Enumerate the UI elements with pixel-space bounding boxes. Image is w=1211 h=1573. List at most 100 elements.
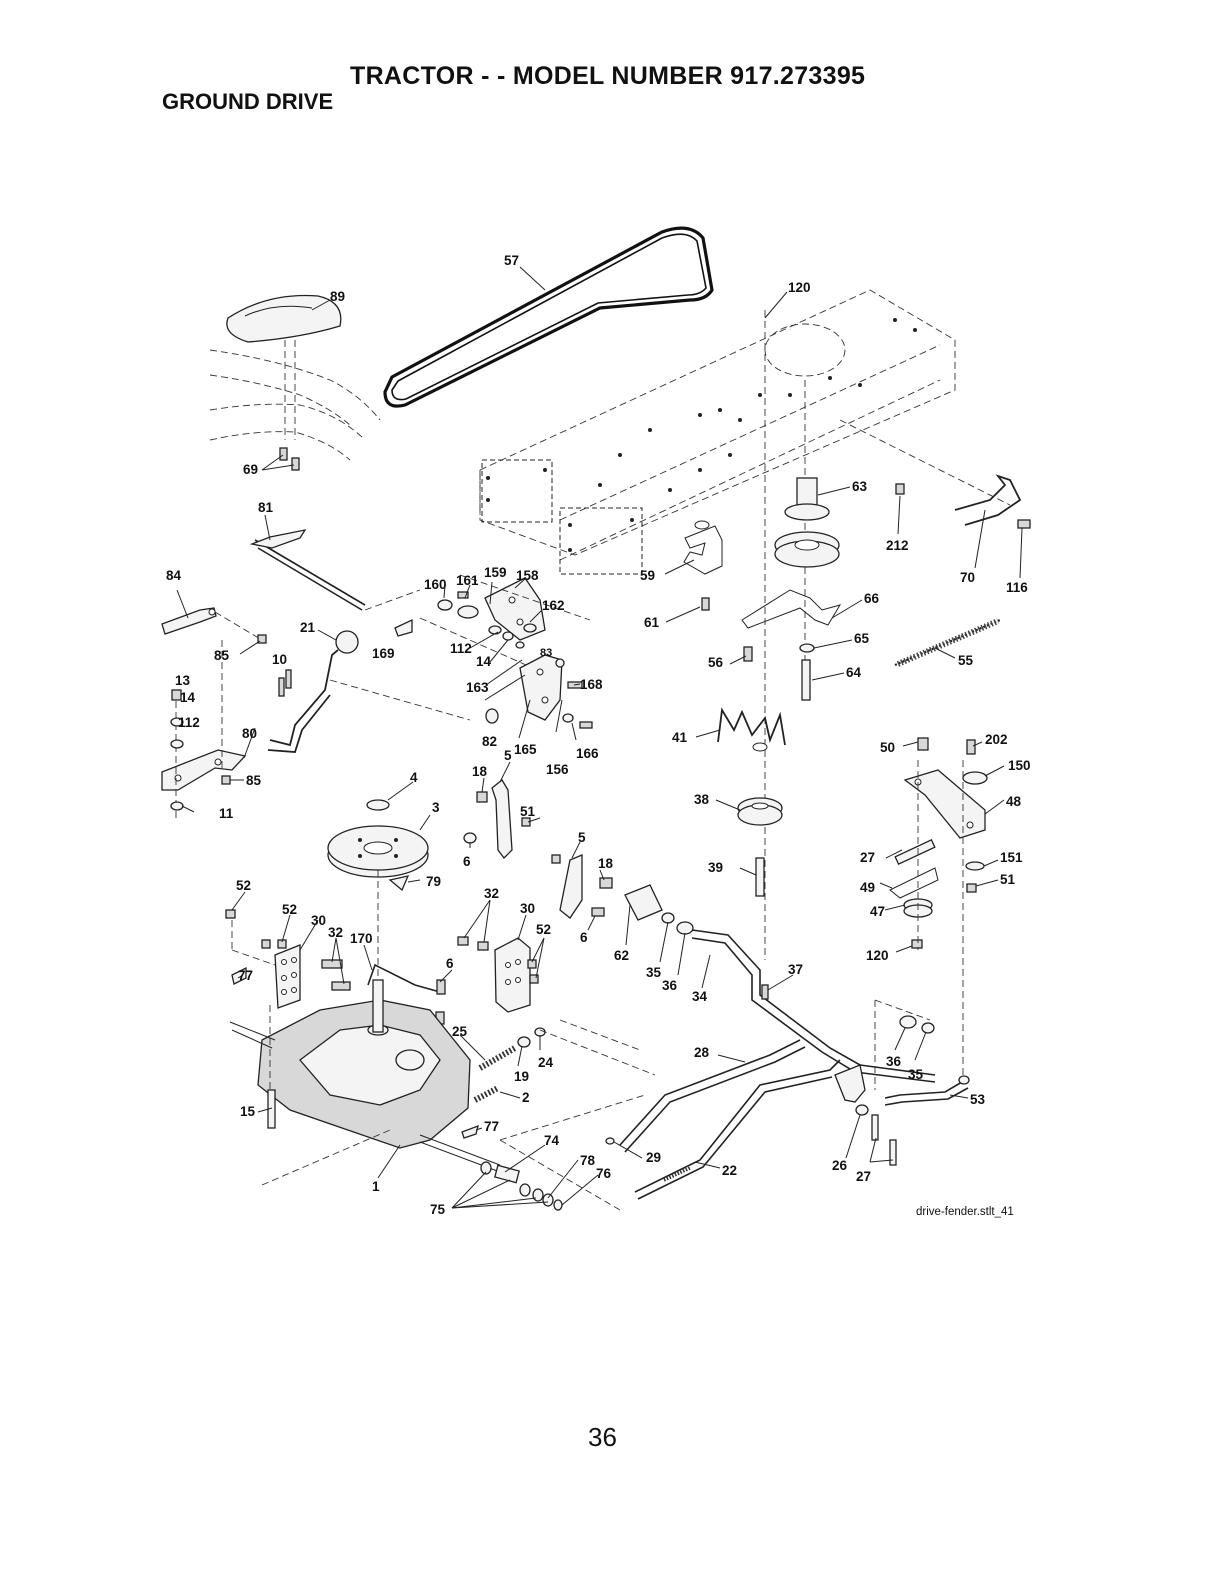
callout: 56 — [708, 655, 724, 670]
callout: 38 — [694, 792, 710, 807]
callout: 165 — [514, 742, 537, 757]
callout: 120 — [866, 948, 889, 963]
drive-belt — [383, 226, 714, 408]
shift-lever-8 — [267, 618, 471, 753]
rod-28 — [605, 1039, 806, 1153]
callout: 81 — [258, 500, 274, 515]
callout: 51 — [1000, 872, 1016, 887]
idler-bracket-48 — [889, 737, 988, 1080]
callout: 41 — [672, 730, 688, 745]
callout: 52 — [282, 902, 297, 917]
callout: 85 — [214, 648, 230, 663]
callout: 5 — [504, 748, 512, 763]
callout: 1 — [372, 1179, 380, 1194]
callout: 18 — [472, 764, 488, 779]
belt-guide-59 — [683, 520, 723, 575]
callout: 156 — [546, 762, 569, 777]
callout: 6 — [446, 956, 454, 971]
page-number: 36 — [588, 1422, 617, 1452]
callout: 51 — [520, 804, 536, 819]
callout: 77 — [238, 968, 253, 983]
callout: 161 — [456, 573, 479, 588]
callout: 3 — [432, 800, 440, 815]
bolt-64 — [801, 659, 811, 701]
callout: 27 — [856, 1169, 871, 1184]
callout: 80 — [242, 726, 257, 741]
transmission-pulley-3 — [327, 799, 429, 980]
callout: 49 — [860, 880, 875, 895]
callout: 6 — [580, 930, 588, 945]
callout: 112 — [450, 641, 472, 656]
callout: 75 — [430, 1202, 446, 1217]
callout: 50 — [880, 740, 895, 755]
transmission-idler-pulley-38 — [737, 797, 783, 897]
callout: 212 — [886, 538, 909, 553]
brake-arm-53 — [874, 999, 970, 1106]
callout: 26 — [832, 1158, 848, 1173]
spring-25 — [478, 1027, 546, 1071]
tractor-frame — [479, 289, 1011, 960]
belt-guide-41 — [717, 707, 786, 752]
callout: 202 — [985, 732, 1008, 747]
callout: 74 — [544, 1133, 560, 1148]
callout: 27 — [860, 850, 875, 865]
callout: 29 — [646, 1150, 661, 1165]
control-bracket-165 — [485, 654, 593, 729]
callout: 112 — [178, 715, 200, 730]
spring-2 — [461, 1085, 500, 1139]
callout: 163 — [466, 680, 489, 695]
drawing-reference: drive-fender.stlt_41 — [916, 1206, 1014, 1218]
callout: 66 — [864, 591, 880, 606]
callout: 37 — [788, 962, 803, 977]
pivot-62 — [624, 884, 694, 935]
callout: 79 — [426, 874, 441, 889]
spring-55 — [894, 618, 1001, 667]
callout: 89 — [330, 289, 345, 304]
shift-bracket-80 — [161, 640, 247, 820]
control-bracket-158 — [419, 574, 591, 681]
belt-guide-66 — [741, 589, 842, 629]
transaxle-1 — [229, 979, 501, 1186]
callout: 76 — [596, 1166, 612, 1181]
bracket-30-right — [457, 936, 539, 1013]
callout: 77 — [484, 1119, 499, 1134]
shift-knob-21 — [335, 630, 359, 654]
callout: 15 — [240, 1104, 256, 1119]
callout: 84 — [166, 568, 182, 583]
callout: 63 — [852, 479, 868, 494]
callout: 22 — [722, 1163, 737, 1178]
shift-rod-81 — [249, 529, 421, 611]
washer-65 — [799, 643, 815, 653]
callout: 35 — [908, 1067, 924, 1082]
rod-22 — [634, 1059, 841, 1200]
callout: 35 — [646, 965, 662, 980]
callout: 160 — [424, 577, 447, 592]
callout: 14 — [180, 690, 196, 705]
idler-arm-70 — [895, 474, 1031, 529]
callout: 85 — [246, 773, 262, 788]
callout: 47 — [870, 904, 885, 919]
callout: 36 — [662, 978, 678, 993]
callout: 32 — [328, 925, 343, 940]
callout: 150 — [1008, 758, 1031, 773]
callout: 83 — [540, 647, 552, 659]
callout: 21 — [300, 620, 316, 635]
callout: 120 — [788, 280, 811, 295]
callout: 28 — [694, 1045, 710, 1060]
callout: 62 — [614, 948, 629, 963]
callout: 159 — [484, 565, 507, 580]
axle-washers-75 — [480, 1161, 563, 1211]
callout: 30 — [520, 901, 535, 916]
callout: 70 — [960, 570, 975, 585]
callout-labels: 57 120 89 69 81 63 212 70 116 84 160 161… — [166, 253, 1031, 1217]
callout: 52 — [536, 922, 551, 937]
callout: 25 — [452, 1024, 468, 1039]
section-title: GROUND DRIVE — [162, 89, 334, 114]
callout: 24 — [538, 1055, 554, 1070]
callout: 19 — [514, 1069, 529, 1084]
callout: 55 — [958, 653, 974, 668]
callout: 11 — [219, 806, 234, 821]
callout: 48 — [1006, 794, 1022, 809]
callout: 65 — [854, 631, 870, 646]
